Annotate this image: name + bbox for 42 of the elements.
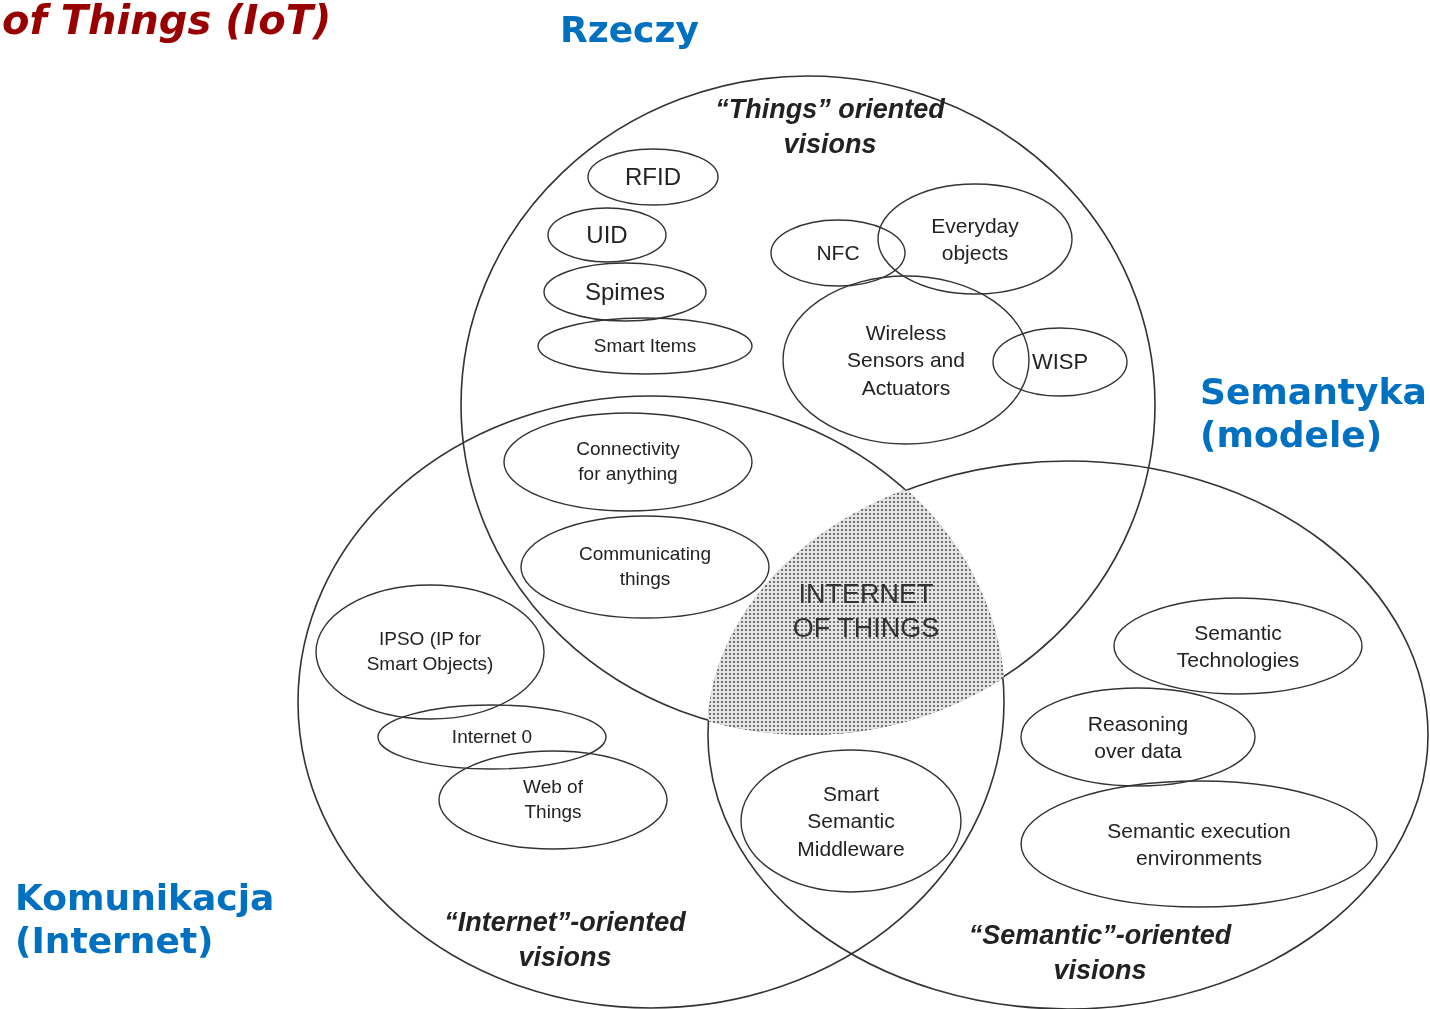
center-label: INTERNET OF THINGS (791, 578, 941, 645)
concept-ellipse (315, 584, 545, 720)
concept-ellipse (520, 515, 770, 619)
circle-heading: “Internet”-oriented visions (443, 906, 687, 975)
concept-label: RFID (624, 162, 682, 193)
concept-label: Internet 0 (450, 724, 534, 749)
concept-ellipse (503, 412, 753, 512)
concept-label: Smart Items (592, 333, 698, 358)
concept-label: Communicating things (578, 542, 712, 591)
concept-ellipse (1020, 780, 1378, 908)
circle-heading: “Things” oriented visions (714, 93, 946, 162)
region-label: Semantyka (modele) (1200, 370, 1428, 457)
concept-ellipse (587, 148, 719, 206)
concept-ellipse (438, 750, 668, 850)
concept-label: Connectivity for anything (575, 437, 681, 486)
concept-label: Web of Things (522, 775, 584, 824)
concept-label: Spimes (584, 277, 666, 308)
title: of Things (IoT) (2, 0, 332, 44)
region-label: Rzeczy (560, 8, 700, 52)
concept-label: Semantic Technologies (1175, 619, 1301, 673)
concept-label: Everyday objects (930, 212, 1020, 266)
concept-label: Semantic execution environments (1106, 817, 1292, 871)
concept-ellipse (543, 262, 707, 322)
region-label: Komunikacja (Internet) (15, 876, 275, 963)
circle-heading: “Semantic”-oriented visions (967, 919, 1233, 988)
concept-label: Smart Semantic Middleware (796, 781, 906, 862)
concept-ellipse (877, 183, 1073, 295)
concept-ellipse (740, 749, 962, 893)
concept-label: UID (585, 220, 629, 251)
concept-ellipse (770, 219, 906, 287)
concept-ellipse (992, 327, 1128, 397)
concept-label: Wireless Sensors and Actuators (846, 320, 966, 401)
concept-ellipse (782, 275, 1030, 445)
concept-label: WISP (1030, 347, 1090, 376)
concept-ellipse (537, 317, 753, 375)
concept-ellipse (1113, 597, 1363, 695)
concept-ellipse (377, 704, 607, 770)
concept-ellipse (1020, 687, 1256, 787)
concept-ellipse (547, 207, 667, 263)
concept-label: NFC (815, 240, 861, 267)
concept-label: Reasoning over data (1086, 710, 1190, 764)
concept-label: IPSO (IP for Smart Objects) (365, 627, 495, 676)
